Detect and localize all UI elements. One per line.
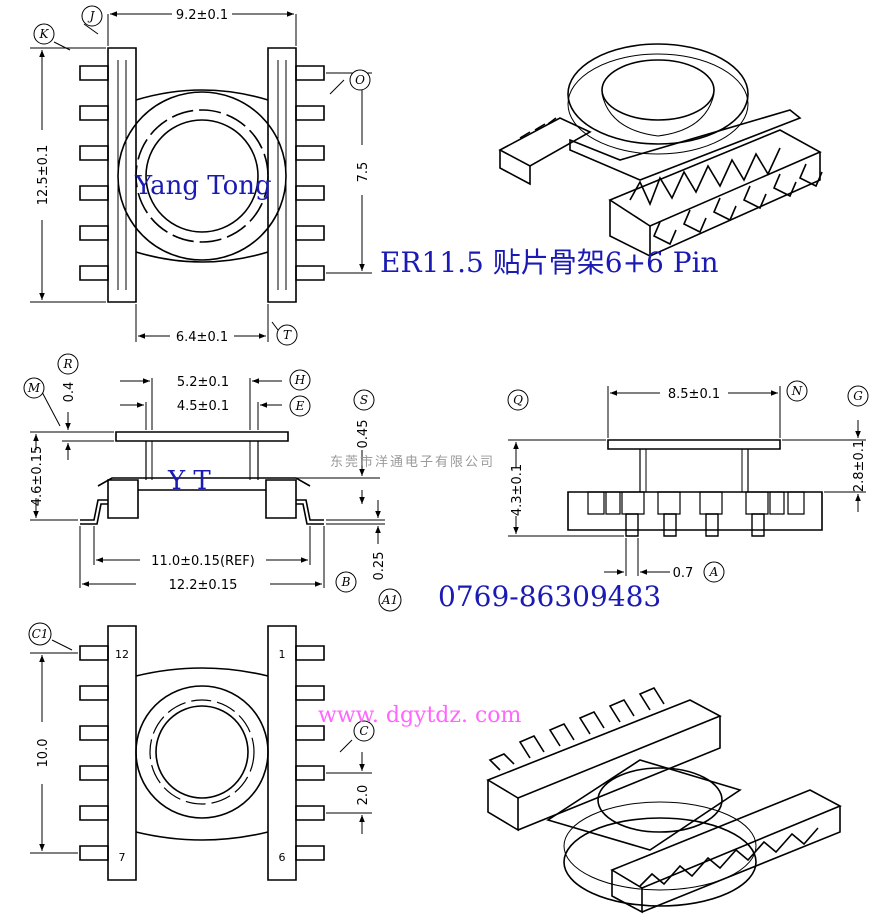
label-M: M xyxy=(24,378,44,398)
top-pitch-span-dim: 7.5 xyxy=(356,162,371,183)
label-B: B xyxy=(336,572,356,592)
bottom-pitch-dim: 2.0 xyxy=(356,785,371,806)
end-pin-slots xyxy=(588,492,804,514)
title: ER11.5 贴片骨架6+6 Pin xyxy=(380,246,719,279)
svg-text:A: A xyxy=(709,565,719,579)
side-flange-thickness-right-dim: 0.45 xyxy=(356,420,371,449)
svg-text:N: N xyxy=(791,384,803,398)
svg-text:G: G xyxy=(853,389,863,403)
end-flange-height-dim: 2.8±0.1 xyxy=(852,440,867,492)
bottom-left-rail xyxy=(108,626,136,880)
label-C1: C1 xyxy=(29,623,51,645)
label-T: T xyxy=(277,325,297,345)
svg-text:E: E xyxy=(295,399,305,413)
side-flange-thickness-dim: 0.4 xyxy=(62,382,77,403)
bottom-right-rail xyxy=(268,626,296,880)
svg-text:Q: Q xyxy=(513,393,523,407)
top-height-dim: 12.5±0.1 xyxy=(36,145,51,206)
label-R: R xyxy=(58,354,78,374)
side-top-width-dim: 5.2±0.1 xyxy=(177,375,229,390)
bottom-left-pins xyxy=(80,646,108,860)
label-Q: Q xyxy=(508,390,528,410)
side-pin-span-ref-dim: 11.0±0.15(REF) xyxy=(151,554,255,569)
side-inner-top-width-dim: 4.5±0.1 xyxy=(177,399,229,414)
svg-text:S: S xyxy=(360,393,368,407)
pin-number-6: 6 xyxy=(279,851,286,864)
pin-number-12: 12 xyxy=(115,648,129,661)
label-A: A xyxy=(704,562,724,582)
top-left-rail xyxy=(108,48,136,302)
bottom-view-dims xyxy=(30,640,372,853)
top-right-pins xyxy=(296,66,324,280)
end-flange xyxy=(608,440,780,449)
bottom-pin-span-dim: 10.0 xyxy=(36,739,51,768)
iso-view-bottom xyxy=(488,688,840,912)
top-bore-dashed xyxy=(136,110,268,242)
svg-text:M: M xyxy=(27,381,41,395)
end-height-dim: 4.3±0.1 xyxy=(510,464,525,516)
top-rail-slots xyxy=(118,60,286,290)
label-H: H xyxy=(290,370,310,390)
top-bore-circle xyxy=(146,120,258,232)
side-view-dims xyxy=(30,378,385,588)
brand-label: Yang Tong xyxy=(134,171,272,201)
pin-number-7: 7 xyxy=(119,851,126,864)
label-J: J xyxy=(82,6,102,26)
side-view xyxy=(80,432,324,524)
side-left-pin xyxy=(80,500,108,524)
label-A1: A1 xyxy=(379,589,401,611)
svg-text:H: H xyxy=(294,373,306,387)
svg-text:T: T xyxy=(283,328,292,342)
bottom-right-pins xyxy=(296,646,324,860)
website: www. dgytdz. com xyxy=(318,703,522,728)
brand-short-label: Y T xyxy=(167,466,211,496)
label-O: O xyxy=(350,70,370,90)
end-pins xyxy=(626,514,764,536)
side-right-pin xyxy=(296,500,324,524)
bottom-view xyxy=(80,626,324,880)
svg-text:C1: C1 xyxy=(32,627,49,641)
top-body-outline xyxy=(136,90,268,262)
label-K: K xyxy=(34,24,54,44)
iso-bottom-pins xyxy=(490,688,664,770)
end-view xyxy=(568,440,822,536)
label-N: N xyxy=(787,381,807,401)
top-inner-width-dim: 6.4±0.1 xyxy=(176,330,228,345)
top-left-pins xyxy=(80,66,108,280)
iso-view-top xyxy=(500,43,822,256)
svg-text:R: R xyxy=(62,357,72,371)
label-S: S xyxy=(354,390,374,410)
end-pin-width-dim: 0.7 xyxy=(673,566,694,581)
label-E: E xyxy=(290,396,310,416)
side-total-height-dim: 4.6±0.15 xyxy=(30,446,45,507)
side-overall-width-dim: 12.2±0.15 xyxy=(169,578,238,593)
company-watermark: 东莞市洋通电子有限公司 xyxy=(330,454,495,470)
top-view xyxy=(80,48,324,302)
label-G: G xyxy=(848,386,868,406)
phone-number: 0769-86309483 xyxy=(438,580,661,613)
pin-number-1: 1 xyxy=(279,648,286,661)
side-flange xyxy=(116,432,288,441)
end-width-dim: 8.5±0.1 xyxy=(668,387,720,402)
side-body xyxy=(98,478,310,486)
svg-text:O: O xyxy=(355,73,365,87)
svg-text:C: C xyxy=(359,724,368,738)
svg-text:B: B xyxy=(341,575,351,589)
end-view-dims xyxy=(508,386,866,576)
iso-top-pins xyxy=(654,164,822,244)
top-right-rail xyxy=(268,48,296,302)
side-pin-thickness-dim: 0.25 xyxy=(372,552,387,581)
end-base xyxy=(568,492,822,530)
svg-text:J: J xyxy=(87,9,96,23)
top-width-dim: 9.2±0.1 xyxy=(176,8,228,23)
label-C: C xyxy=(354,721,374,741)
svg-text:A1: A1 xyxy=(381,593,398,607)
svg-text:K: K xyxy=(39,27,50,41)
